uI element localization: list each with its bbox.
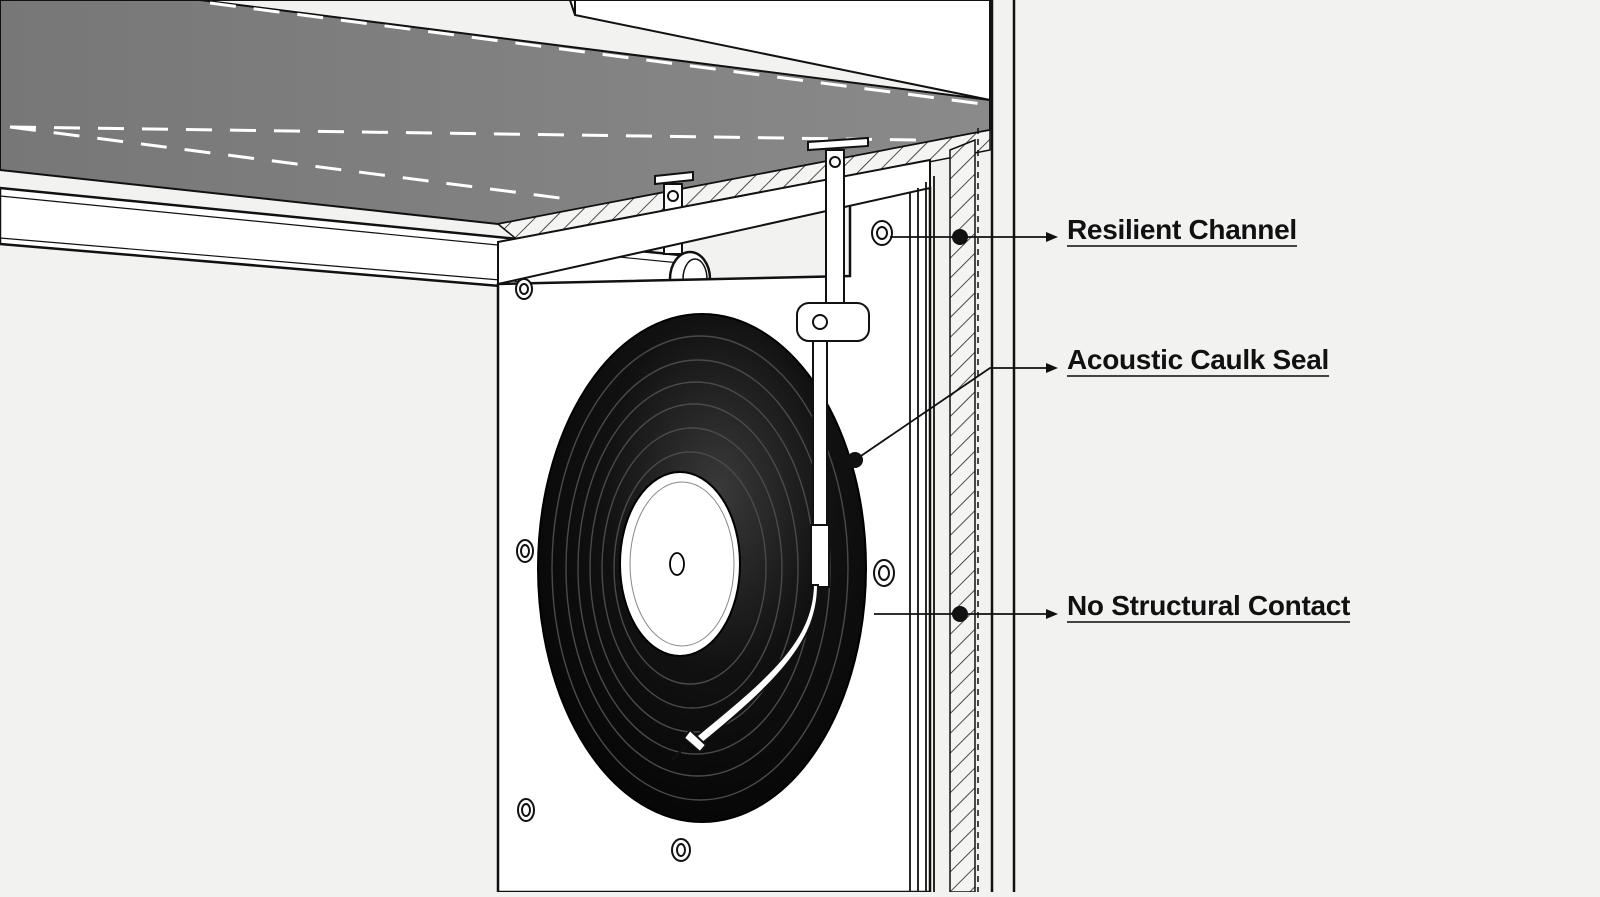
- leader-dots: [847, 229, 968, 622]
- label-no-structural-contact: No Structural Contact: [1067, 591, 1350, 624]
- tonearm-icon: [671, 136, 870, 761]
- right-hatch-strip: [949, 138, 976, 893]
- right-wall: [990, 0, 1016, 892]
- label-acoustic-caulk-seal: Acoustic Caulk Seal: [1067, 345, 1329, 378]
- ceiling-top-band: [0, 0, 991, 102]
- ceiling-dashes: [9, 1, 991, 200]
- caulk-seal-layers: [909, 176, 935, 892]
- screw-icon: [515, 220, 895, 862]
- panel-top-edge: [497, 158, 931, 286]
- label-resilient-channel: Resilient Channel: [1067, 215, 1297, 248]
- leader-arrowheads: [1046, 232, 1058, 619]
- vinyl-record-icon: [537, 313, 867, 823]
